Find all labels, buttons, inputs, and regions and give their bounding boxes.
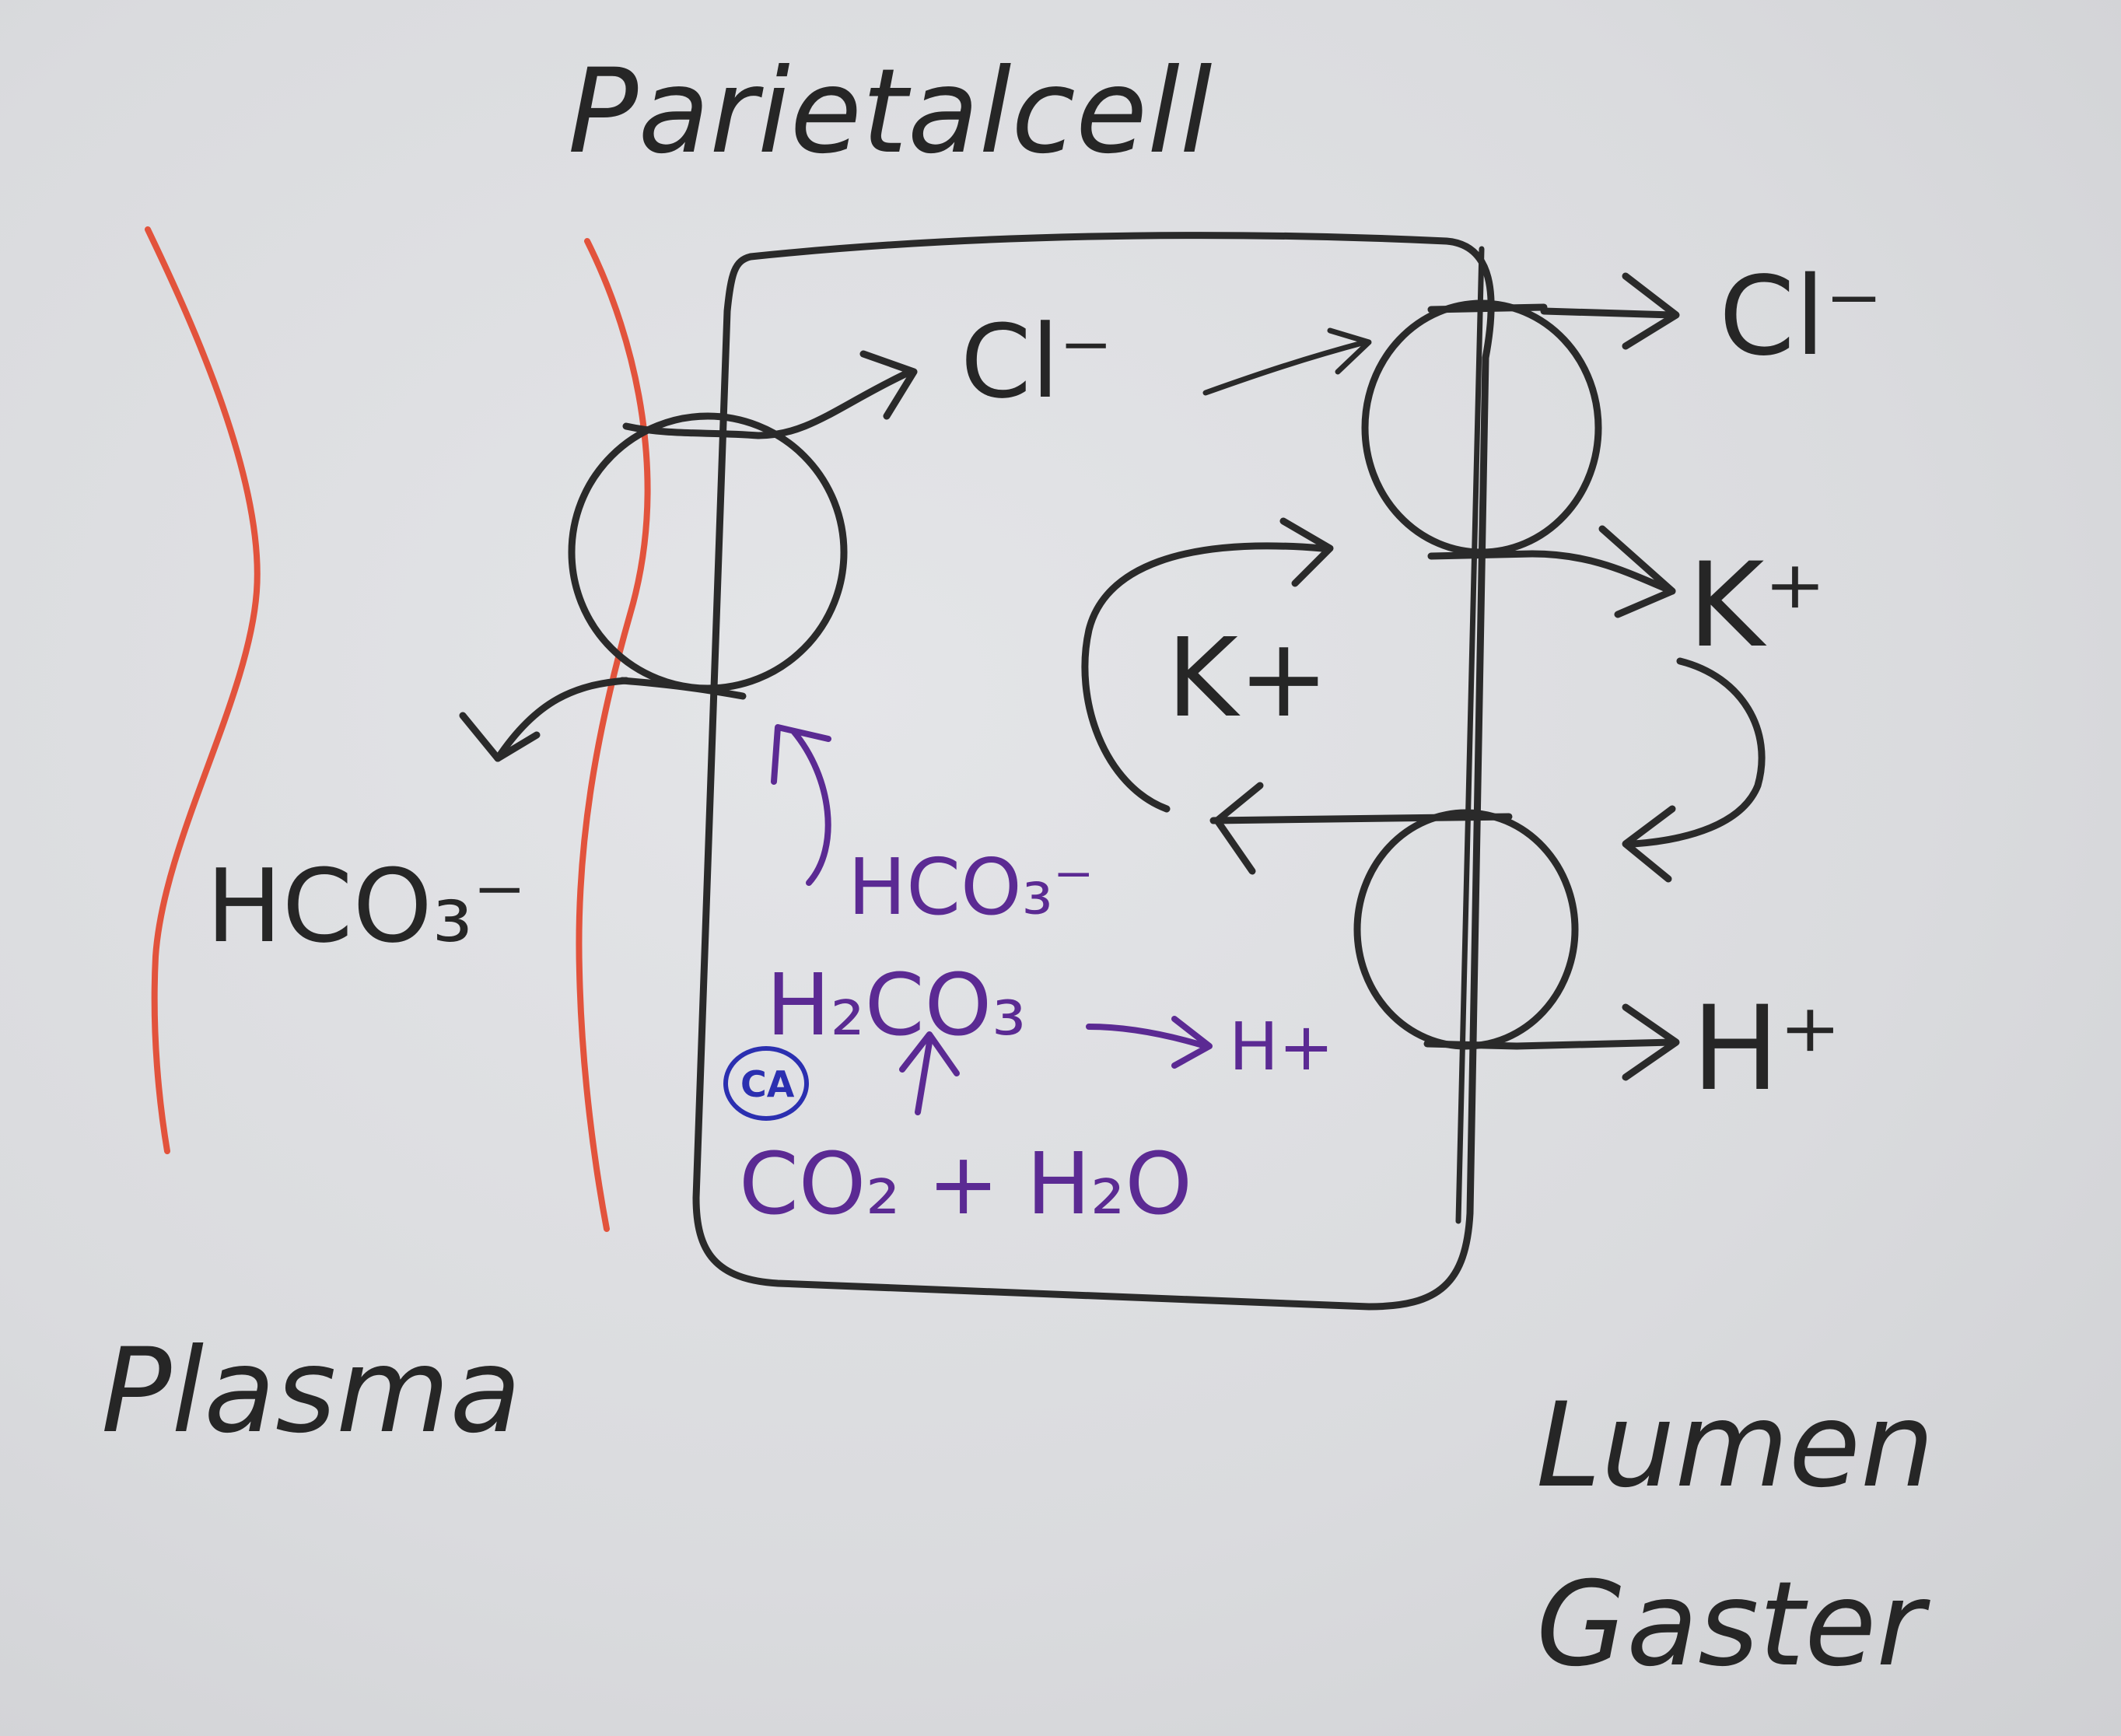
cl-to-channel-arrow [1202, 339, 1368, 396]
title-label: Parietalcell [568, 44, 1213, 180]
k-lumen-label: K⁺ [1688, 538, 1826, 674]
basolateral-exchanger-top-bar [622, 422, 762, 439]
hco3-plasma-label: HCO₃⁻ [206, 847, 527, 965]
cl-lumen-arrow [1540, 307, 1676, 319]
co2-up-arrow [915, 1039, 933, 1115]
parietal-cell-outline [692, 232, 1495, 1311]
co2-h2o-label: CO₂ + H₂O [739, 1134, 1192, 1234]
h-inside-label: H+ [1229, 1009, 1334, 1086]
plasma-label: Plasma [101, 1324, 521, 1459]
hco3-up-arrow-head [771, 724, 831, 785]
k-lumen-arrow [1528, 550, 1676, 595]
basolateral-exchanger-circle [568, 412, 848, 692]
gaster-label: Gaster [1536, 1557, 1930, 1692]
cl-inward-arrow-head [859, 350, 918, 420]
k-lumen-arrow-head [1598, 525, 1676, 618]
k-enter-arrow-head [1213, 782, 1264, 875]
h2co3-to-h-arrow-head [1171, 1016, 1213, 1069]
k-cycle-loop-arrow-head [1279, 517, 1334, 587]
cl-inside-label: Cl⁻ [961, 303, 1113, 421]
membrane-line-inner [576, 238, 651, 1232]
carbonic-anhydrase-circle [723, 1046, 809, 1121]
membrane-line-apical [1455, 246, 1485, 1224]
h-lumen-arrow-head [1622, 1003, 1680, 1081]
cl-lumen-arrow-head [1622, 272, 1680, 350]
h2co3-to-h-arrow [1086, 1024, 1209, 1049]
k-cycle-loop-arrow [1081, 542, 1326, 813]
membrane-line-outer [145, 226, 261, 1154]
h2co3-label: H₂CO₃ [766, 955, 1026, 1055]
k-lumen-return-arrow-head [1622, 805, 1676, 883]
cl-inward-arrow [754, 368, 914, 439]
proton-pump-top-bar [1209, 813, 1513, 824]
hco3-inside-label: HCO₃⁻ [848, 842, 1094, 933]
proton-pump-bottom-bar [1423, 1040, 1521, 1050]
lumen-label: Lumen [1536, 1378, 1934, 1514]
co2-up-arrow-head [899, 1031, 960, 1076]
apical-cl-channel-top-bar [1427, 303, 1548, 313]
apical-cl-channel-bottom-bar [1427, 550, 1536, 560]
hco3-outward-arrow [494, 677, 630, 762]
carbonic-anhydrase-label: CA [740, 1063, 795, 1105]
cl-lumen-label: Cl⁻ [1719, 254, 1883, 380]
basolateral-exchanger-bottom-bar [618, 677, 747, 700]
k-lumen-return-arrow [1629, 657, 1766, 848]
cl-to-channel-arrow-head [1327, 327, 1372, 375]
k-inside-label: K+ [1167, 615, 1329, 742]
h-lumen-label: H⁺ [1692, 982, 1841, 1117]
h-lumen-arrow [1513, 1038, 1676, 1050]
hco3-up-arrow [790, 728, 831, 886]
hco3-outward-arrow-head [459, 712, 541, 762]
